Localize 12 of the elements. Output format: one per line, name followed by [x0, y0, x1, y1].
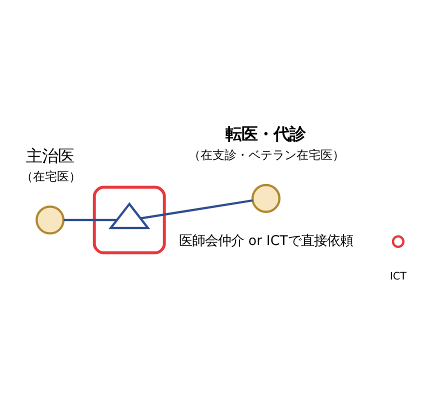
node-circle	[36, 205, 65, 234]
label: 医師会仲介 or ICTで直接依頼	[179, 233, 353, 248]
node-label: （在宅医）	[21, 168, 82, 183]
node-label: 転医・代診	[225, 124, 306, 143]
legend-label: ICT	[390, 270, 407, 282]
connector	[64, 218, 117, 221]
connector	[140, 198, 253, 219]
cluster	[92, 185, 166, 254]
node-circle	[251, 183, 281, 212]
node-triangle	[108, 202, 150, 229]
node-label: 主治医	[26, 146, 74, 166]
node-label: （在支診・ベテラン在宅医）	[188, 147, 345, 162]
